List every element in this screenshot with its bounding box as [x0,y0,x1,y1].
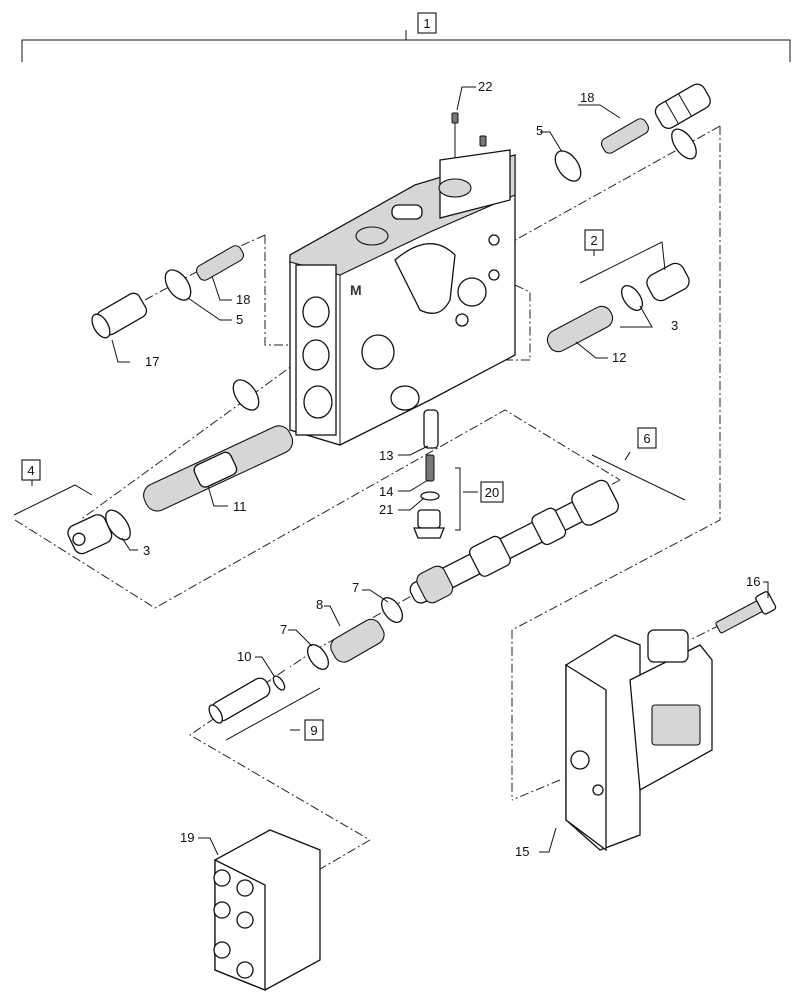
upper-right-relief-parts [554,83,711,182]
callout-20[interactable]: 20 [485,485,499,500]
callout-1[interactable]: 1 [423,16,430,31]
callout-6[interactable]: 6 [643,431,650,446]
callout-5-upper[interactable]: 5 [536,123,543,138]
callout-labels: 2 3 3 4 5 5 6 7 7 8 9 10 11 12 13 14 15 … [27,79,760,859]
assembly-bracket: 1 [21,12,791,62]
main-spool [409,479,619,604]
callout-18-upper[interactable]: 18 [580,90,594,105]
check-valve-parts [413,409,461,539]
callout-17[interactable]: 17 [145,354,159,369]
callout-2[interactable]: 2 [590,233,597,248]
callout-3-right[interactable]: 3 [671,318,678,333]
left-spool-assembly [67,379,294,555]
centering-spring-parts [306,596,404,671]
callout-10[interactable]: 10 [237,649,251,664]
callout-5-left[interactable]: 5 [236,312,243,327]
callout-22[interactable]: 22 [478,79,492,94]
left-relief-parts [91,245,245,339]
callout-4[interactable]: 4 [27,463,34,478]
callout-11[interactable]: 11 [233,499,247,514]
valve-body-section: M [289,149,516,446]
callout-14[interactable]: 14 [379,484,393,499]
leader-lines [111,86,769,856]
right-spring-assembly [546,262,690,353]
group-brackets [13,229,686,741]
callout-12[interactable]: 12 [612,350,626,365]
callout-19[interactable]: 19 [180,830,194,845]
callout-16[interactable]: 16 [746,574,760,589]
solenoid-actuator-15 [565,629,713,852]
callout-3-left[interactable]: 3 [143,543,150,558]
end-cap-parts [208,675,286,724]
callout-7-lower[interactable]: 7 [280,622,287,637]
set-screws [451,112,487,158]
svg-text:M: M [350,282,362,298]
callout-18-left[interactable]: 18 [236,292,250,307]
bolt-16 [715,591,777,634]
callout-7-upper[interactable]: 7 [352,580,359,595]
callout-9[interactable]: 9 [310,723,317,738]
end-cover-19 [213,829,321,991]
callout-13[interactable]: 13 [379,448,393,463]
callout-15[interactable]: 15 [515,844,529,859]
callout-8[interactable]: 8 [316,597,323,612]
callout-21[interactable]: 21 [379,502,393,517]
